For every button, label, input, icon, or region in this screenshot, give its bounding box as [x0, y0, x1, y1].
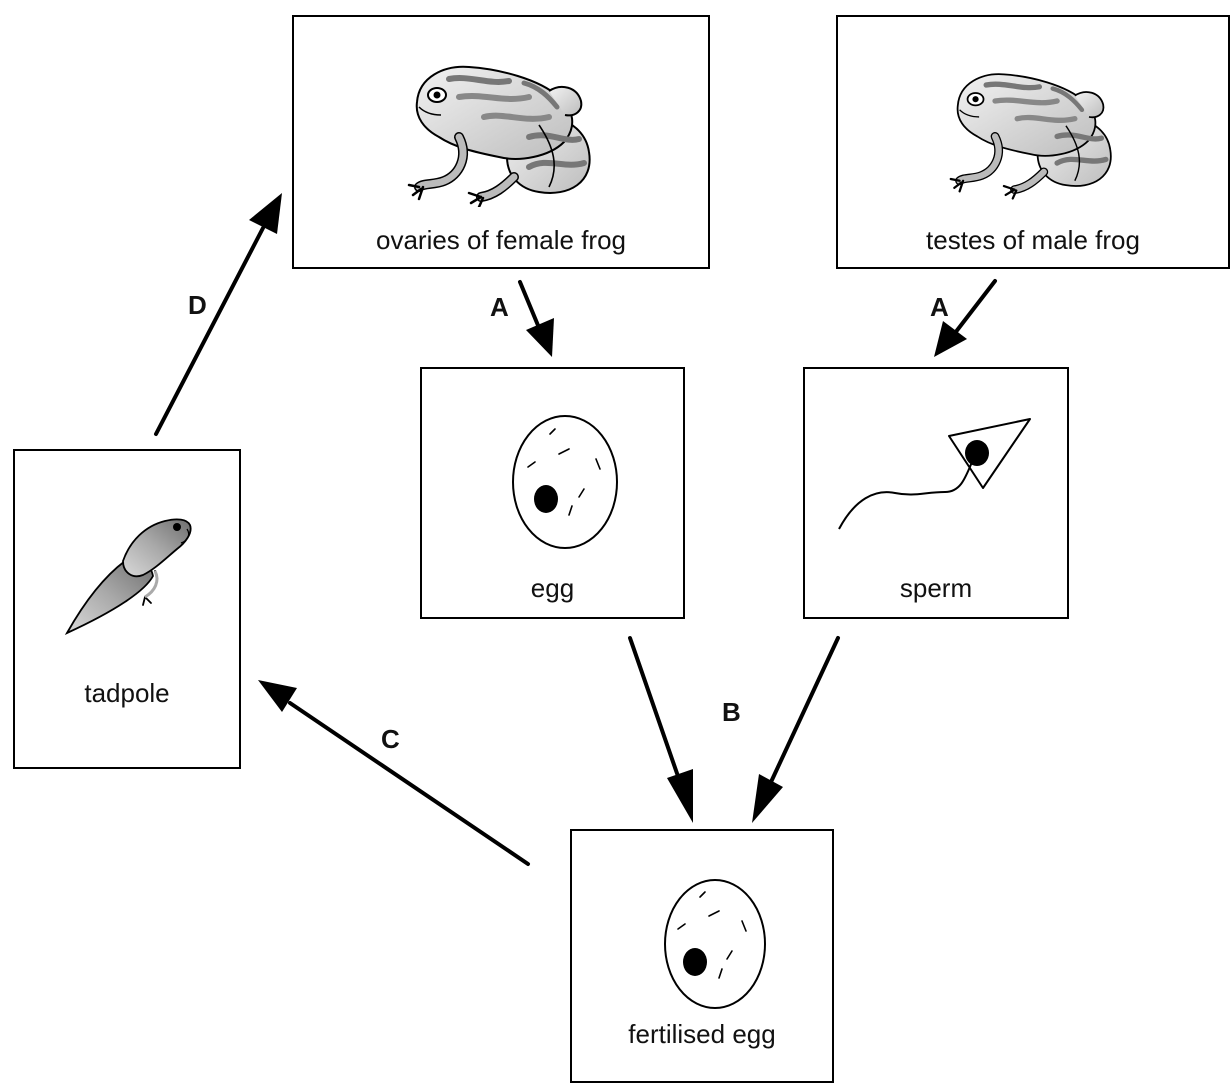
arrow-d-head	[249, 193, 282, 234]
label-a-right: A	[930, 292, 949, 323]
arrow-c-head	[258, 680, 297, 712]
arrow-b-left-line	[630, 638, 680, 782]
arrow-b-right-head	[752, 774, 783, 823]
label-c: C	[381, 724, 400, 755]
arrow-a-right-line	[955, 281, 995, 333]
arrow-b-right-line	[771, 638, 838, 782]
arrow-a-left-head	[526, 318, 554, 357]
label-b: B	[722, 697, 741, 728]
label-d: D	[188, 290, 207, 321]
arrow-b-left-head	[667, 769, 693, 823]
label-a-left: A	[490, 292, 509, 323]
arrow-d-line	[156, 228, 263, 434]
arrow-c-line	[290, 703, 528, 864]
